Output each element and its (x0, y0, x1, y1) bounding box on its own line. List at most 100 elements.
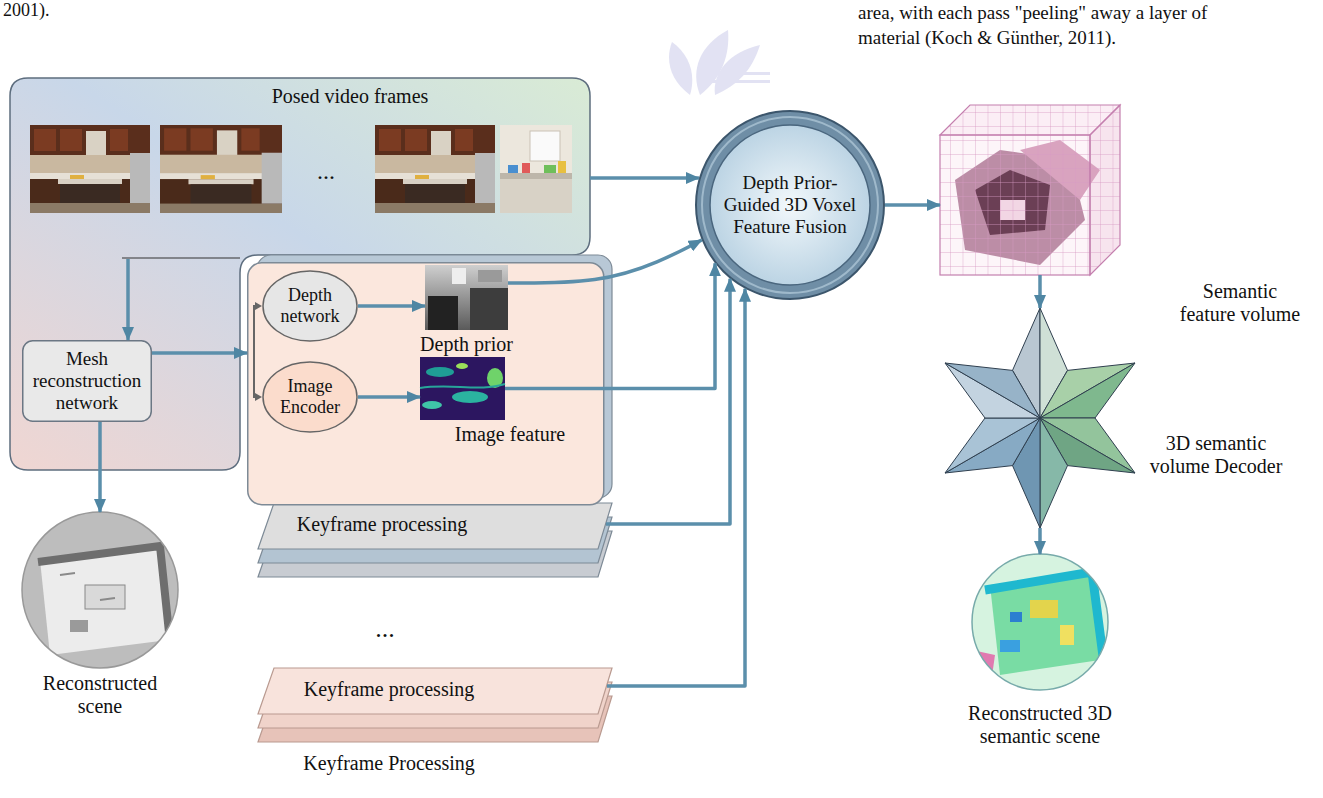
mesh-scene (20, 510, 180, 670)
decoder-star (1040, 363, 1135, 418)
feature-map (426, 367, 454, 377)
ellipse-outline (263, 271, 357, 341)
depth-map (425, 265, 508, 330)
node-label: Mesh reconstruction network (28, 348, 146, 414)
text-wrap: Depth prior (405, 333, 528, 356)
text-label: area, with each pass "peeling" away a la… (858, 2, 1320, 24)
watermark (705, 80, 770, 83)
depth-map (478, 270, 502, 282)
node-label: Image feature (430, 423, 590, 446)
semantic-scene (1010, 612, 1022, 622)
text-label: material (Koch & Günther, 2011). (858, 27, 1320, 49)
text-wrap: Keyframe Processing (258, 752, 520, 775)
node-label: Image Encoder (274, 376, 345, 417)
semantic-scene (972, 554, 1108, 690)
split-bracket (255, 393, 262, 401)
decoder-star (945, 418, 1040, 473)
text-wrap: Mesh reconstruction network (28, 348, 146, 414)
decoder-star (945, 363, 1040, 418)
decoder-star: 3D semantic volume Decoder (945, 308, 1135, 528)
semantic-scene (970, 552, 1110, 692)
keyframe-stack: Keyframe processingKeyframe Processing (258, 668, 612, 742)
semantic-scene (1030, 600, 1058, 618)
voxel-grid (940, 105, 1120, 275)
voxel-volume: Semantic feature volume (940, 105, 1120, 275)
ring-highlight (702, 117, 878, 293)
keyframe-card: Keyframe processing Depth networkImage En… (247, 262, 612, 577)
decoder-star (945, 308, 1135, 528)
text-wrap: Image Encoder (274, 376, 345, 417)
video-frame (500, 125, 572, 213)
process-ellipse: Image Encoder (262, 361, 358, 433)
stack-layer (258, 668, 612, 714)
image-node: Depth prior (425, 265, 508, 330)
process-box: Mesh reconstruction network (22, 340, 152, 422)
text-wrap: 3D semantic volume Decoder (1148, 432, 1284, 478)
flow-arrow (607, 289, 745, 686)
panel-outline (10, 78, 590, 470)
text-wrap: ... (360, 614, 410, 644)
text-wrap: Reconstructed scene (20, 672, 180, 718)
video-frame (375, 125, 495, 213)
semantic-scene (970, 552, 1110, 692)
flow-arrow (606, 279, 730, 524)
text-wrap: Posed video frames (140, 85, 560, 108)
flow-arrow (126, 259, 130, 340)
node-label: Posed video frames (140, 85, 560, 108)
decoder-star (1040, 418, 1068, 528)
card-outline (248, 263, 604, 505)
flow-arrow (885, 203, 940, 207)
node-label: 3D semantic volume Decoder (1148, 432, 1284, 478)
text-wrap: 2001). (3, 0, 83, 21)
feature-map (420, 384, 505, 388)
text-wrap: ... (306, 158, 346, 186)
scene-circle: Reconstructed scene (22, 512, 178, 668)
process-ellipse: Depth network (262, 270, 358, 342)
semantic-scene (1000, 640, 1020, 652)
text-wrap: Depth Prior-Guided 3D Voxel Feature Fusi… (717, 172, 863, 238)
text-wrap: area, with each pass "peeling" away a la… (858, 2, 1320, 24)
text-label: ... (306, 158, 346, 186)
video-frame (160, 124, 282, 213)
voxel-grid (940, 135, 1090, 275)
text-wrap: Depth network (274, 285, 345, 326)
decoder-star (945, 363, 1040, 418)
flow-arrow (358, 395, 420, 399)
decoder-star (945, 418, 1040, 473)
watermark (715, 45, 760, 95)
mesh-scene (40, 548, 168, 655)
text-label: ... (360, 614, 410, 644)
semantic-scene (970, 552, 1110, 692)
voxel-grid (1090, 105, 1120, 275)
depth-map (452, 268, 466, 284)
depth-map (425, 265, 508, 330)
text-wrap: Semantic feature volume (1176, 280, 1304, 326)
box-outline (23, 341, 152, 422)
feature-map (456, 363, 468, 369)
node-label: Semantic feature volume (1176, 280, 1304, 326)
fusion-circle: Depth Prior-Guided 3D Voxel Feature Fusi… (695, 110, 885, 300)
node-label: Depth prior (405, 333, 528, 356)
text-wrap: material (Koch & Günther, 2011). (858, 27, 1320, 49)
node-label: Depth network (274, 285, 345, 326)
node-label: Depth Prior-Guided 3D Voxel Feature Fusi… (717, 172, 863, 238)
text-wrap: Keyframe processing (247, 513, 517, 536)
text-label: 2001). (3, 0, 83, 21)
depth-map (470, 288, 508, 330)
mesh-scene (20, 510, 180, 670)
feature-map (422, 401, 442, 409)
mesh-scene (20, 510, 180, 670)
flow-arrow (1038, 275, 1042, 308)
semantic-scene (1060, 625, 1074, 645)
voxel-grid (1090, 105, 1120, 275)
flow-arrow (358, 304, 425, 308)
voxel-grid (940, 105, 1120, 135)
mesh-scene (70, 620, 88, 632)
node-label: Keyframe processing (247, 513, 517, 536)
node-label: Reconstructed scene (20, 672, 180, 718)
